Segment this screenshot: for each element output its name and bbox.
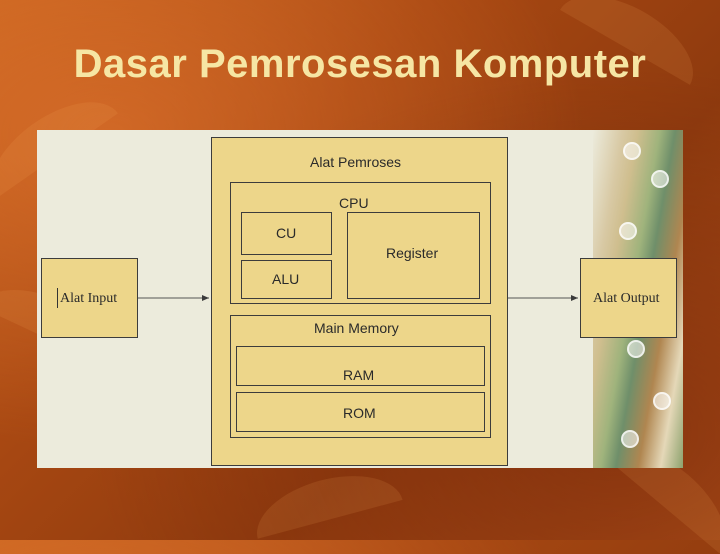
ram-label: RAM: [343, 367, 375, 383]
text-cursor: [57, 288, 58, 308]
processor-box: Alat Pemroses CPU CU ALU Register Main M…: [211, 137, 508, 466]
flow-arrows: [138, 295, 578, 301]
cpu-box: CPU CU ALU Register: [230, 182, 491, 304]
cu-box: CU: [241, 212, 332, 255]
rom-label: ROM: [343, 405, 376, 421]
processor-label: Alat Pemroses: [310, 154, 402, 170]
alu-label: ALU: [272, 271, 300, 287]
cpu-label: CPU: [339, 195, 369, 211]
ram-box: RAM: [236, 346, 485, 386]
main-memory-box: Main Memory RAM ROM: [230, 315, 491, 438]
register-box: Register: [347, 212, 480, 299]
cu-label: CU: [276, 225, 297, 241]
background-leaf: [247, 461, 403, 539]
alu-box: ALU: [241, 260, 332, 299]
input-device-box: Alat Input: [41, 258, 138, 338]
slide-title: Dasar Pemrosesan Komputer: [73, 42, 647, 86]
output-device-label: Alat Output: [593, 291, 660, 306]
input-device-label: Alat Input: [60, 291, 118, 306]
output-device-box: Alat Output: [580, 258, 677, 338]
diagram-panel: Alat Input Alat Output Alat Pemroses CPU…: [37, 130, 683, 468]
register-label: Register: [386, 245, 439, 261]
rom-box: ROM: [236, 392, 485, 432]
main-memory-label: Main Memory: [314, 320, 399, 336]
